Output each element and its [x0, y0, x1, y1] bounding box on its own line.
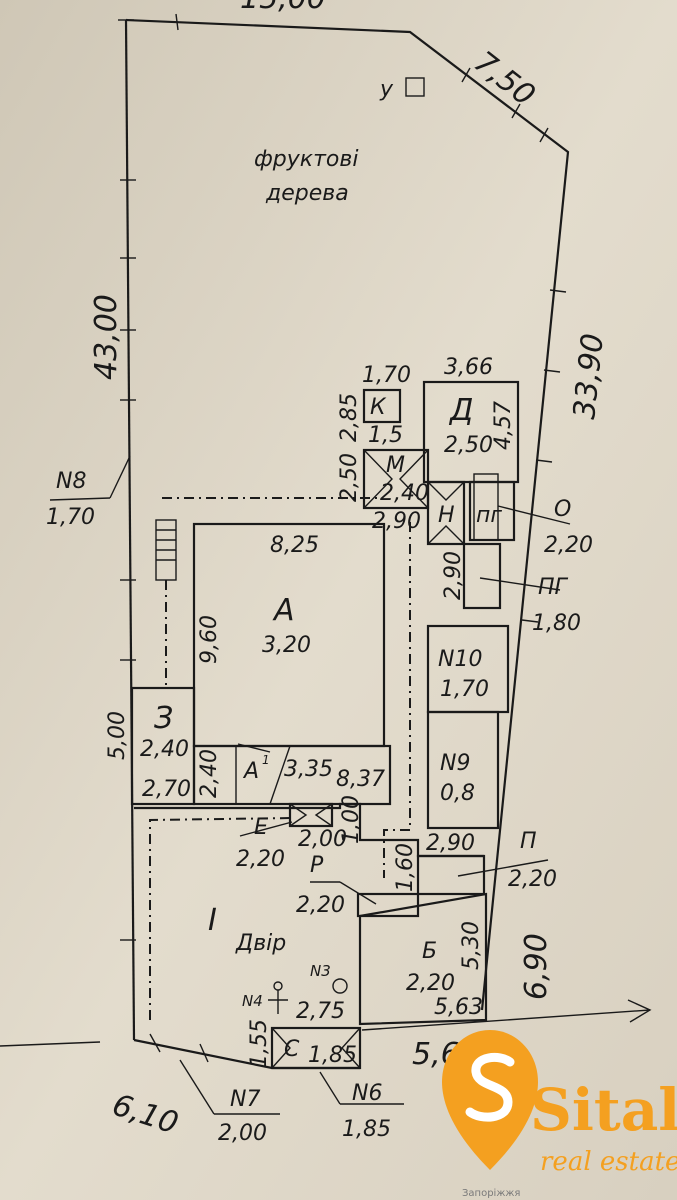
building-k — [362, 388, 402, 424]
building-pg — [462, 542, 502, 610]
a1-letter: А — [242, 759, 259, 784]
n8-value: 1,70 — [46, 505, 95, 530]
well-n3 — [332, 978, 348, 994]
lot-boundary-left — [124, 19, 136, 1041]
n4-name: N4 — [242, 992, 263, 1010]
a1-sup: 1 — [262, 753, 270, 767]
pg-letter: ПГ — [538, 575, 569, 600]
pg-depth: 2,90 — [441, 551, 466, 600]
n9-value: 0,8 — [440, 781, 475, 806]
o-letter: О — [554, 497, 571, 522]
building-b — [358, 892, 488, 1026]
n-letter: Н — [438, 503, 455, 528]
dashed-path-right — [383, 522, 411, 878]
z-width: 2,70 — [142, 777, 191, 802]
m-width: 2,90 — [372, 509, 421, 534]
k-depth: 2,85 — [337, 393, 362, 442]
a1-height: 3,35 — [284, 757, 333, 782]
lot-boundary-top — [125, 18, 570, 1011]
a1-width: 8,37 — [336, 767, 385, 792]
n10-value: 1,70 — [440, 677, 489, 702]
a1-depth: 2,40 — [197, 749, 222, 798]
o-height: 2,20 — [544, 533, 593, 558]
dim-right-lower: 6,90 — [519, 933, 554, 1000]
a-depth: 9,60 — [197, 615, 222, 664]
dim-line-bottom — [361, 1009, 651, 1031]
logo-tag: real estate — [540, 1147, 677, 1177]
building-p — [416, 854, 486, 896]
d-depth: 4,57 — [491, 401, 516, 450]
trees-line2: дерева — [265, 181, 349, 206]
d-letter: Д — [448, 393, 473, 428]
logo-brand: Sitalo — [530, 1076, 677, 1144]
n6-value: 1,85 — [342, 1117, 391, 1142]
dim-top-width: 15,00 — [240, 0, 326, 16]
a-letter: А — [272, 593, 295, 628]
z-height: 2,40 — [140, 737, 189, 762]
n3-name: N3 — [310, 962, 331, 980]
building-s — [270, 1026, 362, 1070]
n4-value: 2,75 — [296, 999, 345, 1024]
m-height: 2,40 — [380, 481, 429, 506]
building-n — [426, 480, 466, 546]
n7-value: 2,00 — [218, 1121, 267, 1146]
yard-outline — [134, 802, 484, 858]
d-height: 2,50 — [444, 433, 493, 458]
building-e — [288, 802, 334, 828]
e-width: 2,00 — [298, 827, 347, 852]
arrow-head — [627, 999, 652, 1023]
building-m — [362, 448, 430, 510]
e-letter: Е — [254, 815, 268, 840]
b-letter: Б — [422, 939, 437, 964]
b-width: 5,63 — [434, 995, 483, 1020]
n8-name: N8 — [56, 469, 86, 494]
a-height: 3,20 — [262, 633, 311, 658]
dim-line-left — [0, 1041, 101, 1047]
logo-pin-icon — [442, 1030, 538, 1170]
m-letter: М — [386, 453, 405, 478]
logo-city: Запоріжжя — [462, 1187, 520, 1199]
n10-name: N10 — [438, 647, 482, 672]
pg-height: 1,80 — [532, 611, 581, 636]
s-depth: 1,55 — [247, 1019, 272, 1068]
building-n9 — [426, 710, 500, 830]
k-height: 1,5 — [368, 423, 403, 448]
boundary-ticks — [118, 13, 567, 1063]
a-width: 8,25 — [270, 533, 319, 558]
r-letter: Р — [310, 853, 324, 878]
pg-small-letter: пг — [476, 503, 502, 528]
b-height: 2,20 — [406, 971, 455, 996]
d-width: 3,66 — [444, 355, 493, 380]
trees-line1: фруктові — [254, 147, 358, 172]
z-letter: З — [154, 701, 173, 736]
k-letter: К — [370, 395, 387, 420]
marker-box — [405, 77, 425, 97]
k-width: 1,70 — [362, 363, 411, 388]
dvir-label: Двір — [235, 931, 286, 956]
n6-name: N6 — [352, 1081, 382, 1106]
z-depth: 5,00 — [105, 711, 130, 760]
n9-name: N9 — [440, 751, 470, 776]
dim-left-side: 43,00 — [89, 294, 124, 380]
p-depth: 1,60 — [393, 843, 418, 892]
building-z — [130, 686, 196, 806]
leader-lines — [49, 455, 571, 1115]
e-depth: 1,00 — [339, 795, 364, 844]
e-height: 2,20 — [236, 847, 285, 872]
dashed-yard — [149, 817, 295, 1020]
m-depth: 2,50 — [337, 453, 362, 502]
p-letter: П — [520, 829, 537, 854]
s-letter: С — [284, 1037, 300, 1062]
dvir-mark: I — [208, 903, 217, 938]
s-width: 1,85 — [308, 1043, 357, 1068]
r-height: 2,20 — [296, 893, 345, 918]
p-width: 2,90 — [426, 831, 475, 856]
p-height: 2,20 — [508, 867, 557, 892]
b-depth: 5,30 — [459, 921, 484, 970]
marker-label: у — [379, 77, 394, 102]
n7-name: N7 — [230, 1087, 260, 1112]
sitalo-logo: Sitalo real estate Запоріжжя — [442, 1030, 677, 1199]
